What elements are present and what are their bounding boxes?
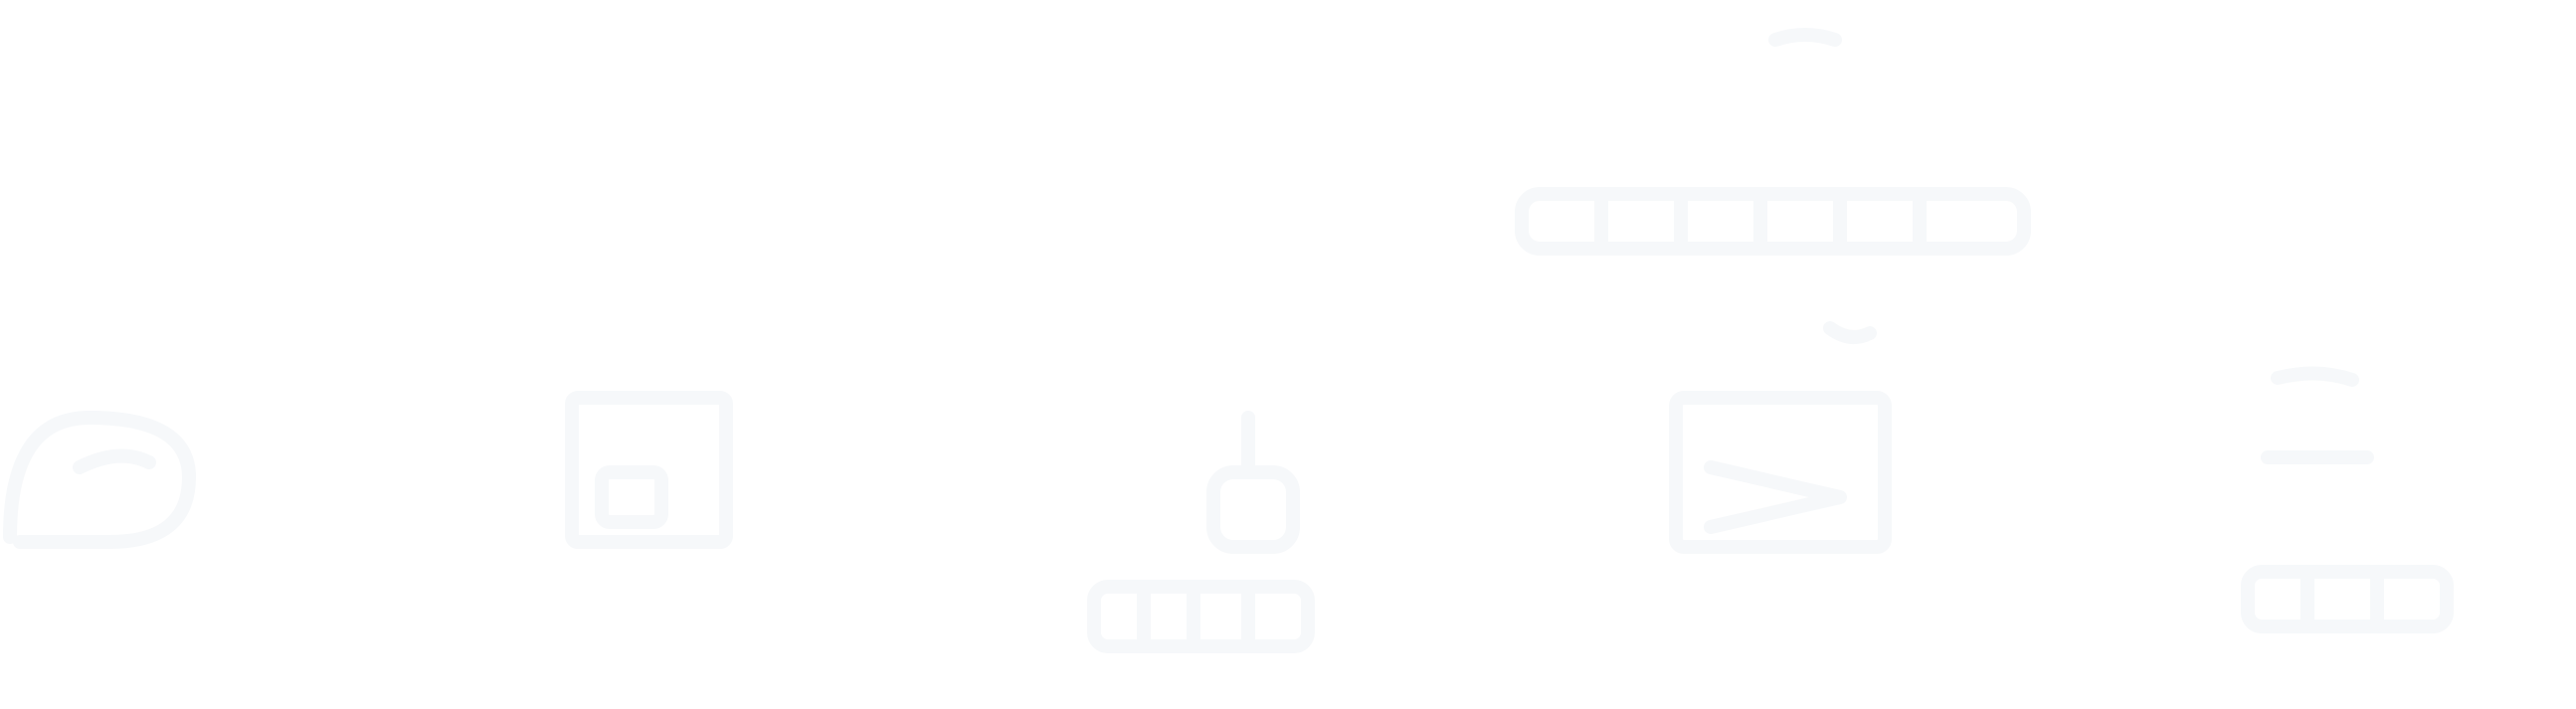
bowl-icon (3, 411, 196, 549)
lid-icon (1515, 28, 2031, 344)
box-icon (565, 391, 733, 549)
tray-icon (1669, 391, 1892, 554)
pot-icon (1087, 411, 1315, 653)
cup-icon (2241, 366, 2454, 633)
